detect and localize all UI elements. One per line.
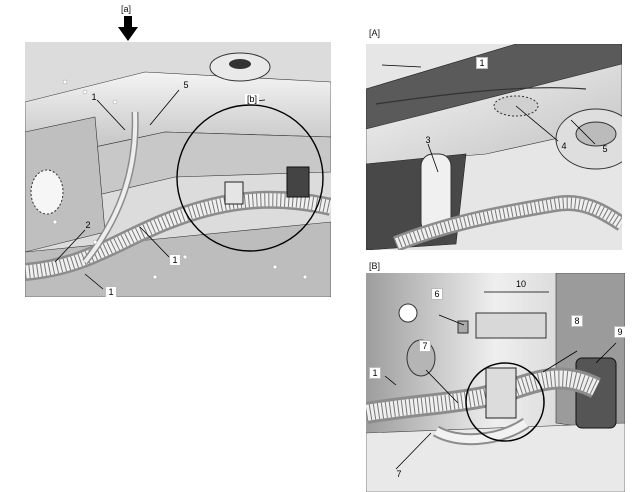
callout-5-upper: 5 (183, 80, 189, 90)
view-B-detail: 6 10 7 8 9 1 7 (366, 273, 625, 492)
view-A-drawing (366, 44, 622, 250)
view-B-callout-7-lower: 7 (396, 469, 402, 479)
view-B-callout-8: 8 (571, 315, 583, 327)
view-A-callout-4: 4 (561, 141, 567, 151)
main-view-drawing (25, 42, 331, 297)
callout-1-center: 1 (169, 254, 181, 266)
view-B-drawing (366, 273, 625, 492)
detail-circle-b-label: [b] (245, 94, 260, 104)
view-A-callout-5: 5 (602, 144, 608, 154)
view-B-callout-10: 10 (516, 279, 527, 289)
view-direction-arrow-icon (118, 16, 138, 41)
view-B-callout-9: 9 (614, 326, 625, 338)
view-A-detail: 1 3 4 5 (366, 44, 622, 250)
view-marker-a-label: [a] (121, 4, 132, 14)
view-B-callout-6: 6 (431, 288, 443, 300)
view-A-callout-3: 3 (425, 135, 431, 145)
view-A-title: [A] (369, 28, 381, 38)
main-harness-view: 1 5 2 1 1 [b] (25, 42, 331, 297)
view-B-title: [B] (369, 261, 381, 271)
view-B-callout-1: 1 (369, 367, 381, 379)
view-B-callout-7-upper: 7 (419, 340, 431, 352)
callout-1-bottom: 1 (105, 286, 117, 297)
callout-1-upper: 1 (91, 92, 97, 102)
callout-2-left: 2 (85, 220, 91, 230)
view-A-callout-1: 1 (476, 57, 488, 69)
